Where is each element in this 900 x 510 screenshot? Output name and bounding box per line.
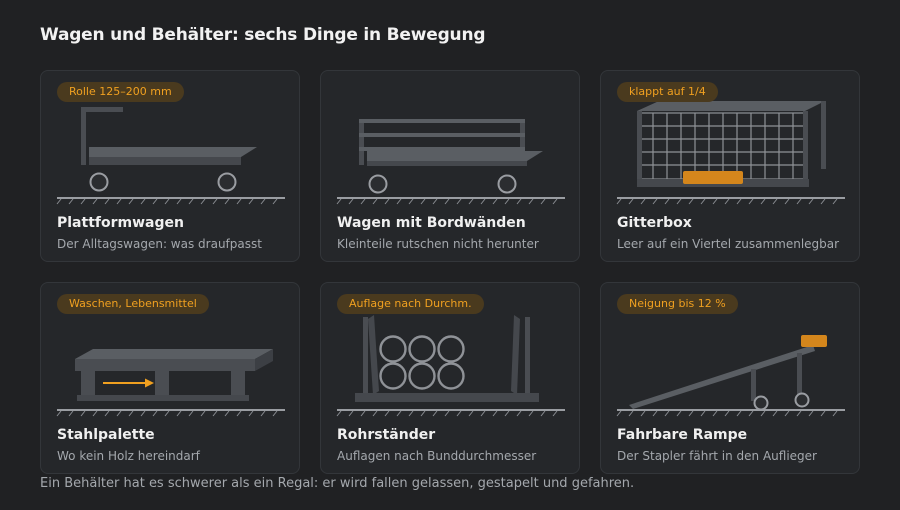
card-subtitle: Der Alltagswagen: was draufpasst bbox=[57, 237, 262, 251]
card-badge: Rolle 125–200 mm bbox=[57, 82, 184, 102]
page-title: Wagen und Behälter: sechs Dinge in Beweg… bbox=[40, 25, 486, 45]
card-platform-cart[interactable]: Rolle 125–200 mm Plattformwagen Der Allt… bbox=[40, 70, 300, 262]
footer-note: Ein Behälter hat es schwerer als ein Reg… bbox=[40, 476, 635, 491]
side-wall-cart-icon bbox=[336, 119, 565, 205]
card-mobile-ramp[interactable]: Neigung bis 12 % Fahrbare Rampe Der Stap… bbox=[600, 282, 860, 474]
card-title: Wagen mit Bordwänden bbox=[337, 215, 526, 231]
card-badge: Neigung bis 12 % bbox=[617, 294, 738, 314]
card-badge: Waschen, Lebensmittel bbox=[57, 294, 209, 314]
card-pipe-rack[interactable]: Auflage nach Durchm. Rohrständer Auflage… bbox=[320, 282, 580, 474]
card-steel-pallet[interactable]: Waschen, Lebensmittel Stahlpalette Wo ke… bbox=[40, 282, 300, 474]
card-title: Plattformwagen bbox=[57, 215, 184, 231]
card-side-wall-cart[interactable]: Wagen mit Bordwänden Kleinteile rutschen… bbox=[320, 70, 580, 262]
card-title: Fahrbare Rampe bbox=[617, 427, 748, 443]
card-title: Stahlpalette bbox=[57, 427, 155, 443]
card-subtitle: Der Stapler fährt in den Auflieger bbox=[617, 449, 817, 463]
platform-cart-icon bbox=[56, 107, 285, 205]
card-title: Rohrständer bbox=[337, 427, 436, 443]
card-mesh-box[interactable]: klappt auf 1/4 Gitterbox Leer auf ein Vi… bbox=[600, 70, 860, 262]
card-subtitle: Leer auf ein Viertel zusammenlegbar bbox=[617, 237, 840, 251]
card-subtitle: Auflagen nach Bunddurchmesser bbox=[337, 449, 537, 463]
card-badge: Auflage nach Durchm. bbox=[337, 294, 484, 314]
card-badge: klappt auf 1/4 bbox=[617, 82, 718, 102]
mesh-box-icon bbox=[616, 101, 845, 205]
mobile-ramp-icon bbox=[616, 335, 845, 417]
card-subtitle: Wo kein Holz hereindarf bbox=[57, 449, 200, 463]
steel-pallet-icon bbox=[56, 349, 285, 417]
card-subtitle: Kleinteile rutschen nicht herunter bbox=[337, 237, 539, 251]
pipe-rack-icon bbox=[336, 315, 565, 417]
card-title: Gitterbox bbox=[617, 215, 692, 231]
